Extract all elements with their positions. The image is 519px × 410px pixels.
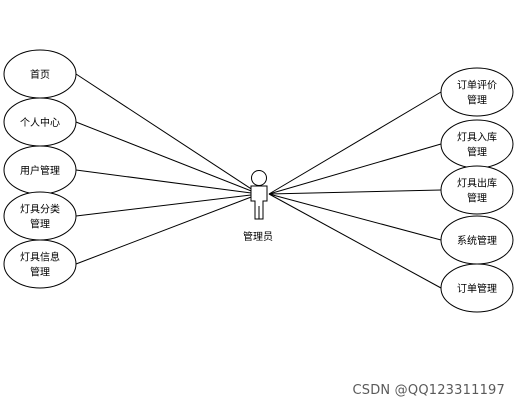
use-case-label: 灯具入库 [457, 131, 497, 144]
actor-label: 管理员 [243, 230, 273, 243]
association-line-home [75, 73, 260, 195]
use-case-label: 管理 [467, 146, 487, 159]
use-case-ellipse [440, 165, 514, 215]
use-case-home: 首页 [3, 49, 77, 99]
use-case-label: 系统管理 [457, 234, 497, 247]
use-case-order-management: 订单管理 [440, 263, 514, 313]
association-line-lamp-stock-out-management [268, 189, 442, 195]
use-case-personal-center: 个人中心 [3, 97, 77, 147]
use-case-label: 管理 [467, 94, 487, 107]
use-case-system-management: 系统管理 [440, 215, 514, 265]
association-line-user-management [75, 169, 260, 195]
use-case-label: 个人中心 [20, 116, 60, 129]
use-case-ellipse [440, 263, 514, 313]
use-case-label: 订单管理 [457, 282, 497, 295]
use-case-label: 灯具分类 [20, 203, 60, 216]
use-case-ellipse [440, 67, 514, 117]
association-line-system-management [268, 193, 442, 241]
association-line-order-review-management [268, 91, 442, 195]
association-lines [75, 73, 442, 289]
use-case-label: 管理 [467, 192, 487, 205]
stick-figure-icon [250, 170, 268, 220]
use-case-ellipse [3, 191, 77, 241]
association-line-personal-center [75, 121, 260, 195]
association-line-order-management [268, 193, 442, 289]
watermark: CSDN @QQ123311197 [352, 383, 505, 398]
association-line-lamp-stock-in-management [268, 143, 442, 195]
use-case-label: 管理 [30, 218, 50, 231]
use-case-label: 用户管理 [20, 164, 60, 177]
use-case-label: 首页 [30, 68, 50, 81]
use-case-user-management: 用户管理 [3, 145, 77, 195]
use-case-ellipse [3, 239, 77, 289]
use-case-label: 订单评价 [457, 80, 497, 92]
association-line-lamp-info-management [75, 193, 260, 265]
use-case-label: 管理 [30, 266, 50, 279]
association-line-lamp-category-management [75, 193, 260, 217]
actor-admin: 管理员 [243, 170, 273, 243]
use-case-label: 灯具出库 [457, 177, 497, 190]
use-case-label: 灯具信息 [20, 251, 60, 264]
use-case-ellipse [440, 119, 514, 169]
use-case-nodes: 首页个人中心用户管理灯具分类管理灯具信息管理订单评价管理灯具入库管理灯具出库管理… [3, 49, 514, 313]
